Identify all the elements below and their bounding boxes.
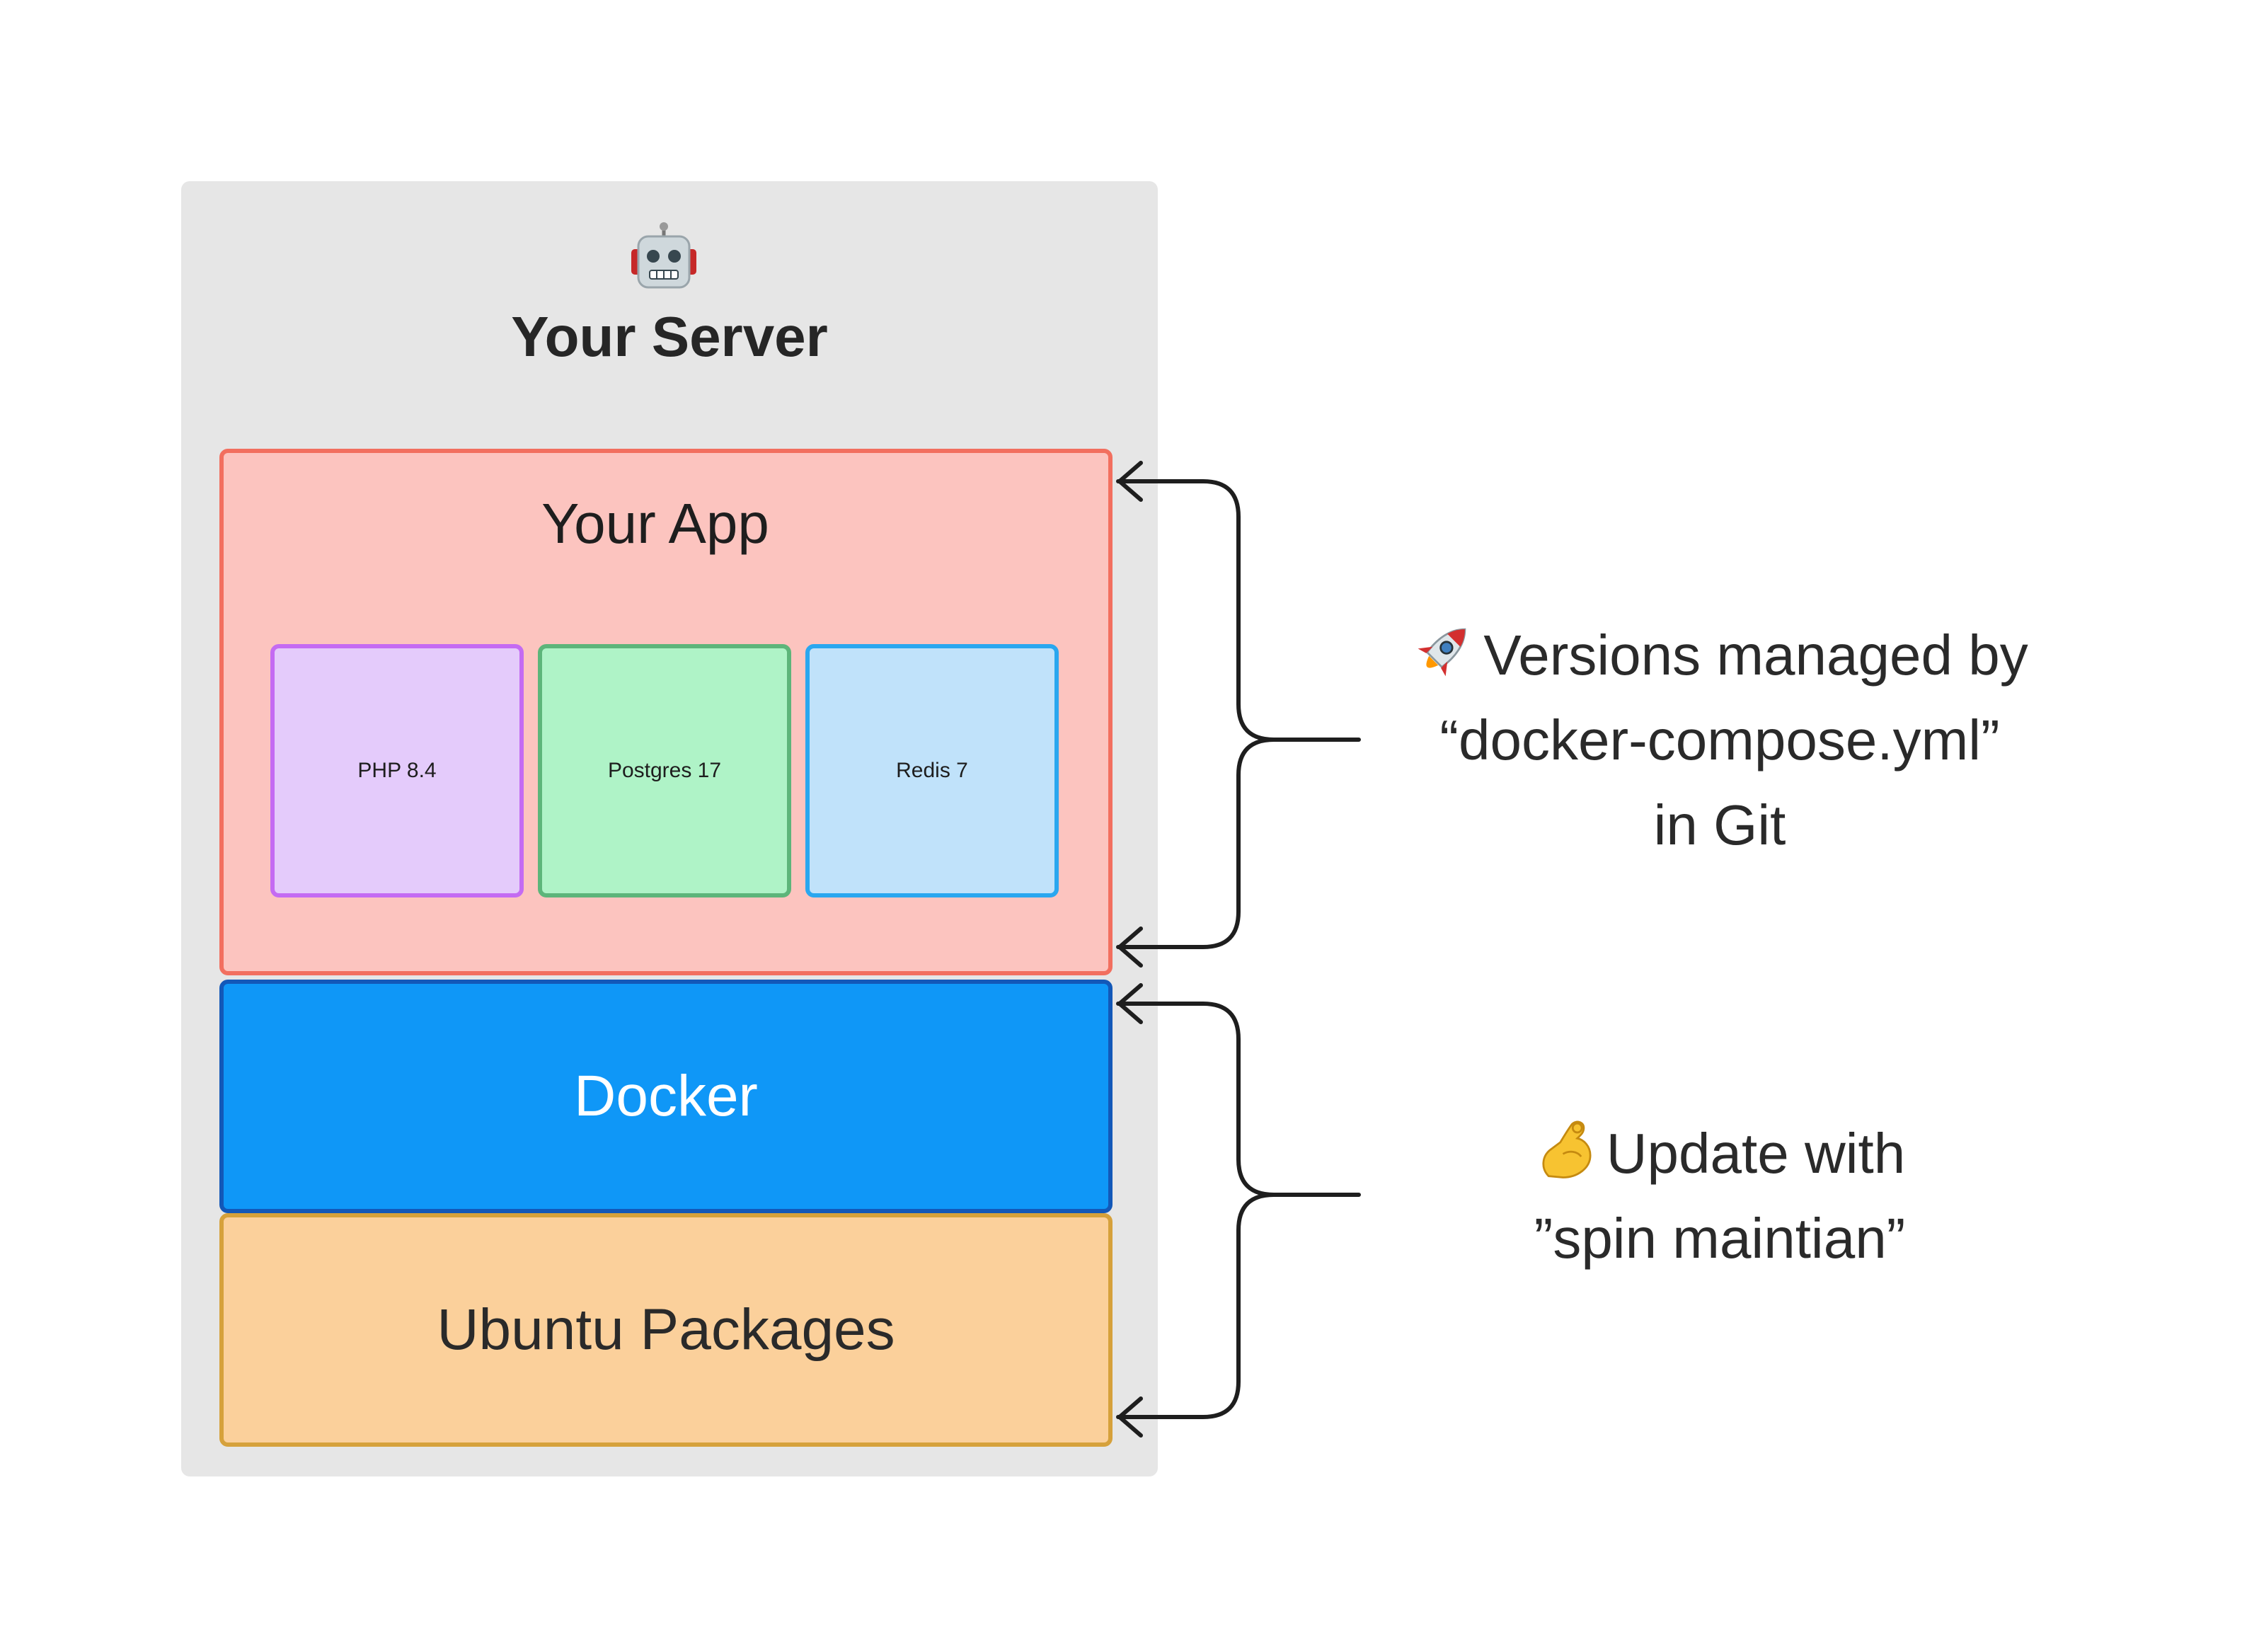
service-label: Postgres 17 xyxy=(607,759,722,782)
docker-layer: Docker xyxy=(219,980,1113,1213)
note-versions-line1: Versions managed by xyxy=(1483,624,2028,687)
service-redis: Redis 7 xyxy=(805,644,1059,897)
ubuntu-label: Ubuntu Packages xyxy=(437,1297,895,1362)
service-label: Redis 7 xyxy=(896,759,968,782)
arrowhead-bottom xyxy=(1117,927,1143,968)
arrowhead-top xyxy=(1117,983,1143,1024)
brace-update xyxy=(1116,1002,1361,1419)
service-php: PHP 8.4 xyxy=(270,644,524,897)
rocket-icon xyxy=(1418,628,1466,677)
brace-versions xyxy=(1116,479,1361,949)
note-versions-line3: in Git xyxy=(1653,793,1786,856)
arrowhead-bottom xyxy=(1117,1396,1143,1438)
arrowhead-top xyxy=(1117,461,1143,502)
docker-label: Docker xyxy=(574,1064,758,1128)
service-label: PHP 8.4 xyxy=(357,759,437,782)
note-versions: Versions managed by “docker-compose.yml”… xyxy=(1330,613,2109,868)
app-title: Your App xyxy=(541,492,769,555)
note-update-line2: ”spin maintian” xyxy=(1534,1207,1906,1270)
service-postgres: Postgres 17 xyxy=(538,644,791,897)
note-update-line1: Update with xyxy=(1606,1122,1906,1185)
robot-icon xyxy=(631,222,696,289)
flexed-biceps-icon xyxy=(1542,1120,1592,1178)
ubuntu-layer: Ubuntu Packages xyxy=(219,1213,1113,1447)
note-update: Update with ”spin maintian” xyxy=(1330,1111,2109,1281)
note-versions-line2: “docker-compose.yml” xyxy=(1439,709,2000,771)
server-title: Your Server xyxy=(511,305,828,368)
